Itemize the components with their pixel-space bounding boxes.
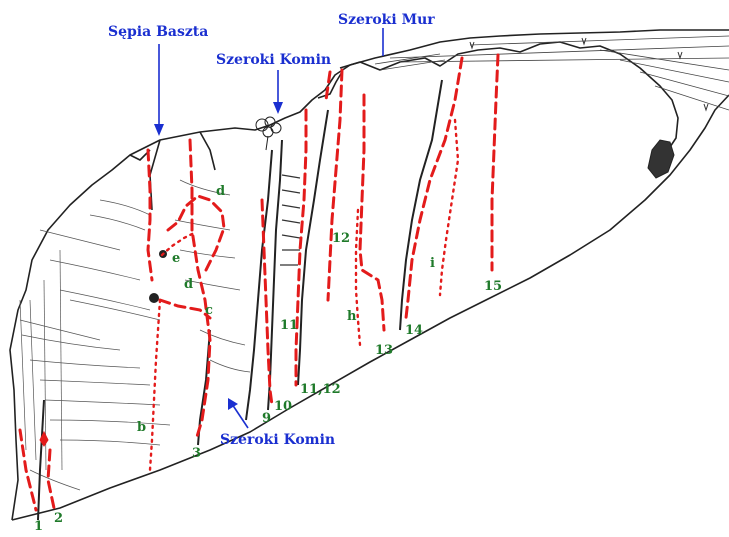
route-label-3: 3 (192, 446, 201, 461)
label-szeroki-mur: Szeroki Mur (338, 12, 435, 28)
summit-hatching (374, 35, 729, 111)
left-tower-shading (19, 179, 251, 491)
hole-d (149, 293, 159, 303)
route-label-12: 12 (332, 231, 350, 246)
tree-sketch (255, 116, 282, 151)
route-label-15: 15 (484, 279, 502, 294)
route-label-9: 9 (262, 411, 271, 426)
route-label-11-12: 11,12 (300, 382, 341, 397)
route-label-13: 13 (375, 343, 393, 358)
route-label-i: i (430, 256, 435, 271)
route-label-2: 2 (54, 511, 63, 526)
route-label-11: 11 (280, 318, 298, 333)
label-sepia-baszta: Sępia Baszta (108, 24, 208, 40)
route-lines-dotted (148, 118, 460, 472)
route-label-10: 10 (274, 399, 292, 414)
route-1-crux-mark (39, 430, 49, 447)
route-label-d-lower: d (184, 277, 193, 292)
arrow-heads (154, 102, 283, 410)
route-label-b: b (137, 420, 146, 435)
place-arrows (158, 28, 384, 429)
route-lines-dashed (18, 53, 500, 512)
route-label-d-upper: d (216, 184, 225, 199)
cave (647, 139, 675, 179)
route-label-c: c (205, 303, 213, 318)
route-label-h: h (347, 309, 357, 324)
ladder-rungs (280, 174, 301, 266)
label-szeroki-komin-top: Szeroki Komin (216, 52, 331, 68)
route-label-1: 1 (34, 519, 43, 534)
label-szeroki-komin-bottom: Szeroki Komin (220, 432, 335, 448)
arrow-marks (469, 37, 709, 112)
szeroki-komin-bottom-arrow (231, 403, 249, 429)
route-label-14: 14 (405, 323, 423, 338)
route-label-e: e (172, 251, 180, 266)
